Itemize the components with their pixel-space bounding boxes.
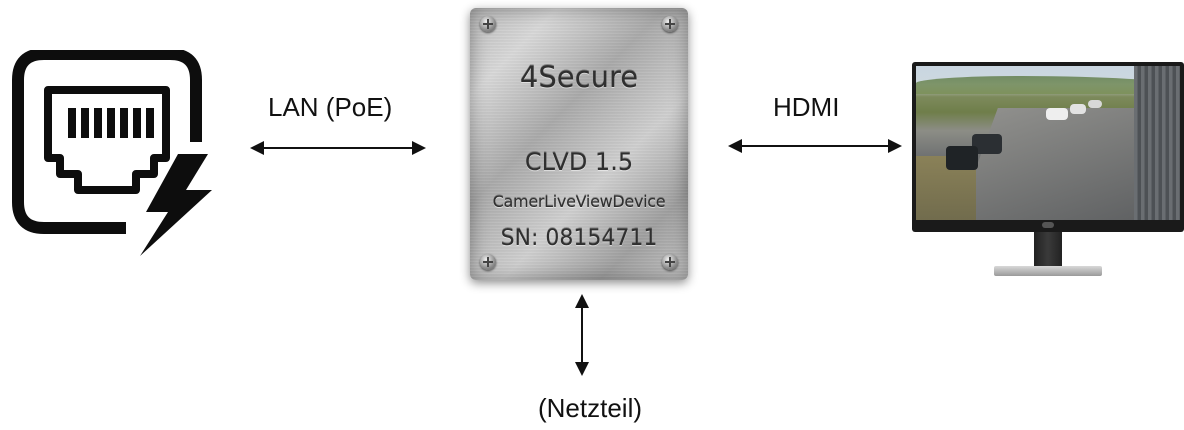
device-plate: 4Secure CLVD 1.5 CamerLiveViewDevice SN:… xyxy=(470,8,688,280)
lan-poe-label: LAN (PoE) xyxy=(268,92,393,122)
power-double-arrow xyxy=(575,294,589,376)
ethernet-poe-icon xyxy=(12,50,212,256)
screw-icon xyxy=(662,254,678,270)
device-full-name: CamerLiveViewDevice xyxy=(492,192,666,211)
monitor-bezel xyxy=(912,62,1184,232)
hdmi-double-arrow xyxy=(728,139,902,153)
screw-icon xyxy=(480,16,496,32)
monitor-stand xyxy=(1034,232,1062,272)
monitor-image xyxy=(912,62,1184,278)
hdmi-label: HDMI xyxy=(773,92,840,122)
device-serial: SN: 08154711 xyxy=(500,226,658,251)
device-model: CLVD 1.5 xyxy=(524,148,634,176)
screw-icon xyxy=(662,16,678,32)
monitor-logo xyxy=(1042,222,1054,228)
monitor-base xyxy=(994,266,1102,276)
device-brand: 4Secure xyxy=(519,60,639,94)
lan-double-arrow xyxy=(250,141,426,155)
screw-icon xyxy=(480,254,496,270)
power-supply-label: (Netzteil) xyxy=(538,393,643,423)
camera-view-screen xyxy=(916,66,1180,220)
